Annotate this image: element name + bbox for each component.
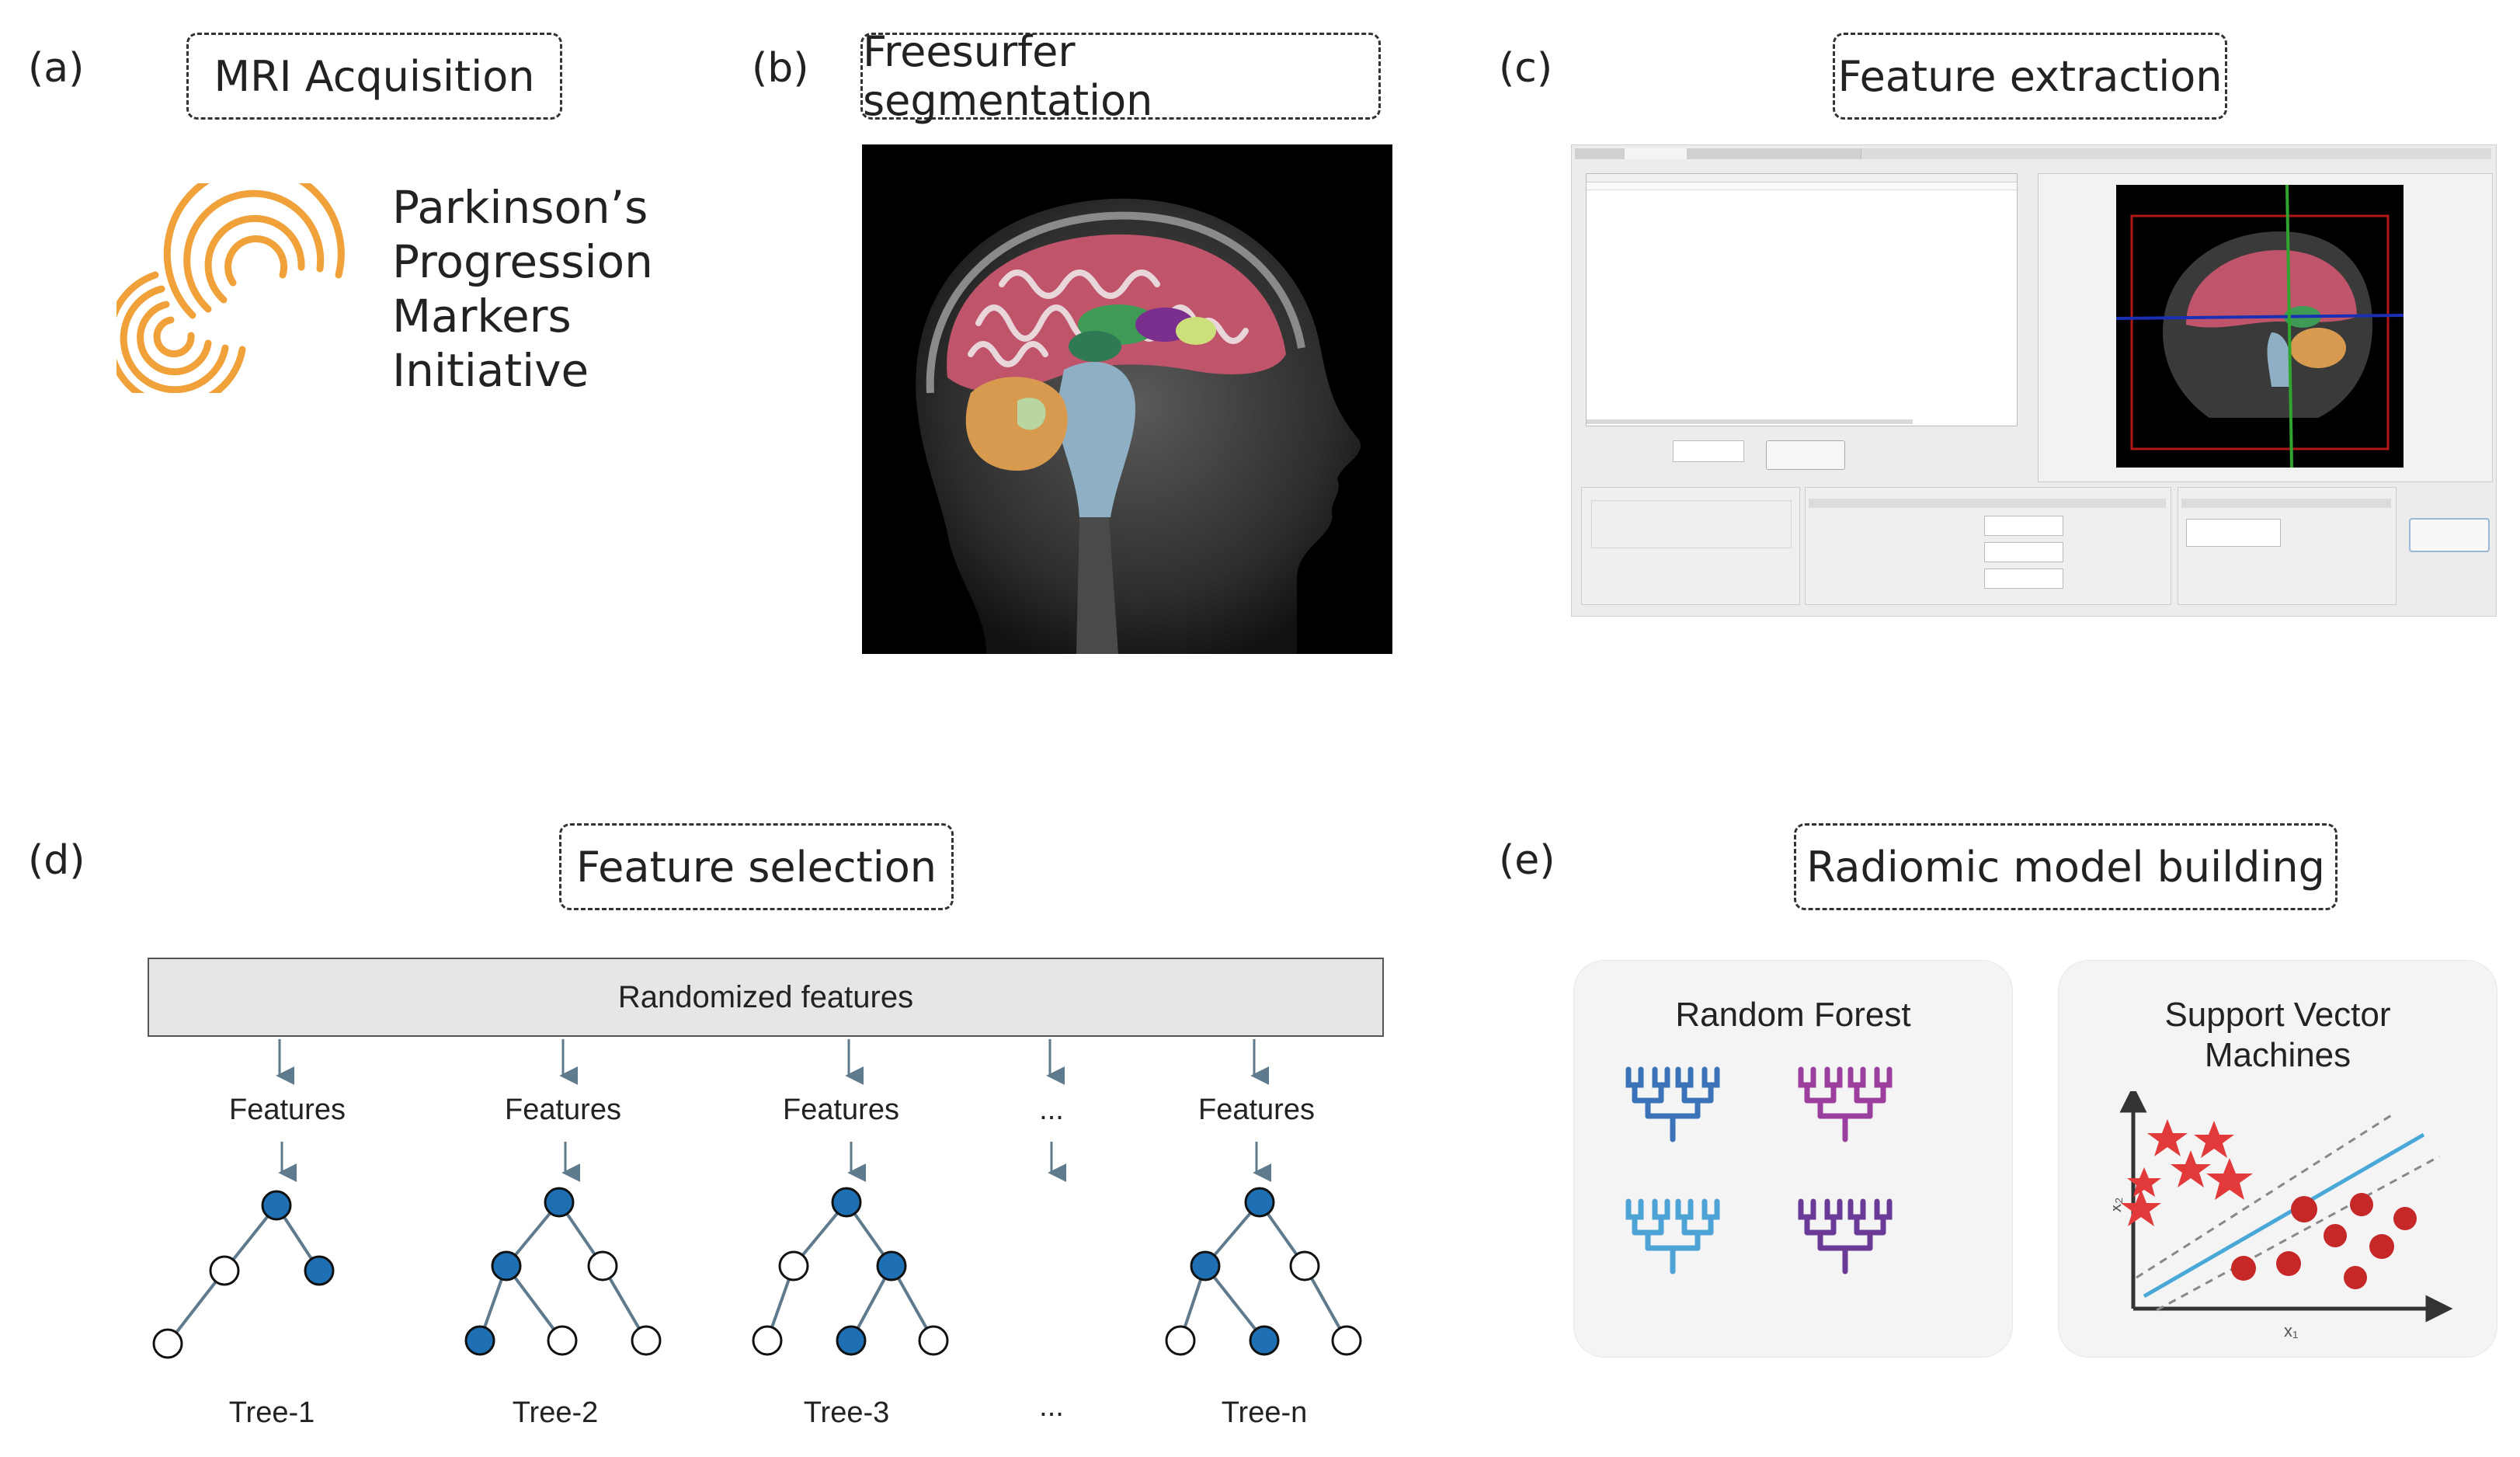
tree-node — [631, 1325, 662, 1356]
title-radiomic-model-building: Radiomic model building — [1794, 823, 2338, 910]
panel-letter-e: (e) — [1499, 837, 1555, 884]
svm-title: Support Vector Machines — [2059, 995, 2497, 1076]
gui-tab — [1811, 148, 1861, 159]
tree-node — [491, 1250, 522, 1281]
title-feature-extraction: Feature extraction — [1833, 33, 2227, 120]
gui-table-header — [1587, 174, 2017, 183]
ppmi-line-2: Progression — [392, 235, 653, 288]
gui-tab-strip — [1575, 148, 2491, 159]
gui-option-field — [1984, 569, 2063, 589]
panel-letter-a: (a) — [28, 45, 85, 92]
ppmi-line-4: Initiative — [392, 344, 589, 397]
tree-node — [831, 1187, 862, 1218]
decision-tree-3 — [752, 1187, 949, 1356]
features-label-n: Features — [1198, 1094, 1315, 1126]
svm-title-line-1: Support Vector — [2164, 996, 2391, 1034]
decision-tree-2 — [464, 1187, 662, 1356]
tree-node — [1289, 1250, 1320, 1281]
svg-text:x₂: x₂ — [2113, 1197, 2125, 1212]
gui-viewer-canvas — [2115, 184, 2404, 468]
gui-option-field — [1984, 516, 2063, 536]
tree-node — [547, 1325, 578, 1356]
feature-extraction-gui-screenshot — [1571, 144, 2497, 617]
decision-tree-1 — [152, 1190, 335, 1359]
tree-label-2: Tree-2 — [512, 1396, 599, 1429]
tree-node — [261, 1190, 292, 1221]
tree-node — [1331, 1325, 1362, 1356]
tree-node — [304, 1255, 335, 1286]
tree-label-ellipsis: ... — [1039, 1390, 1064, 1423]
title-feature-selection: Feature selection — [559, 823, 954, 910]
tree-node — [752, 1325, 783, 1356]
ppmi-line-3: Markers — [392, 290, 572, 343]
tree-node — [1165, 1325, 1196, 1356]
freesurfer-segmentation-image — [862, 144, 1392, 655]
tree-label-1: Tree-1 — [228, 1396, 315, 1429]
gui-results-table — [1586, 173, 2018, 426]
random-forest-card: Random Forest — [1573, 960, 2013, 1358]
gui-checkbox-list — [1591, 500, 1792, 548]
tree-node — [1190, 1250, 1221, 1281]
gui-folder-input — [1673, 440, 1744, 462]
features-label-3: Features — [783, 1094, 899, 1126]
gui-preprocessing-tabs — [1809, 499, 2166, 508]
tree-node — [778, 1250, 809, 1281]
random-forest-icon — [1625, 1066, 1893, 1274]
svm-card: Support Vector Machines x₂ x₁ — [2058, 960, 2497, 1358]
panel-letter-b: (b) — [752, 45, 809, 92]
features-label-2: Features — [505, 1094, 621, 1126]
svg-text:x₁: x₁ — [2284, 1321, 2298, 1340]
gui-texture-options-group — [2178, 487, 2397, 605]
tree-node — [918, 1325, 949, 1356]
tree-node — [876, 1250, 907, 1281]
gui-preprocessing-options-group — [1805, 487, 2171, 605]
svm-title-line-2: Machines — [2204, 1036, 2351, 1074]
randomized-features-bar: Randomized features — [148, 958, 1384, 1037]
tree-node — [836, 1325, 867, 1356]
tree-node — [152, 1328, 183, 1359]
tree-node — [464, 1325, 495, 1356]
title-freesurfer-segmentation: Freesurfer segmentation — [860, 27, 1381, 125]
gui-save-button — [1766, 440, 1845, 470]
random-forest-title: Random Forest — [1675, 996, 1911, 1034]
decision-tree-n — [1165, 1187, 1362, 1356]
tree-node — [1249, 1325, 1280, 1356]
tree-node — [544, 1187, 575, 1218]
gui-table-scrollbar — [1587, 419, 1913, 424]
ppmi-line-1: Parkinson’s — [392, 181, 648, 234]
gui-extractor-config-group — [1581, 487, 1800, 605]
features-ellipsis: ... — [1039, 1094, 1064, 1126]
tree-node — [587, 1250, 618, 1281]
svm-plot-icon: x₂ x₁ — [2113, 1091, 2453, 1340]
features-label-1: Features — [229, 1094, 346, 1126]
gui-texture-tabs — [2181, 499, 2391, 508]
gui-viewer-frame — [2038, 173, 2493, 482]
panel-letter-c: (c) — [1499, 45, 1553, 92]
tree-node — [209, 1255, 240, 1286]
panel-letter-d: (d) — [28, 837, 85, 884]
tree-label-3: Tree-3 — [803, 1396, 890, 1429]
title-mri-acquisition: MRI Acquisition — [186, 33, 562, 120]
gui-extract-button — [2409, 518, 2490, 552]
ppmi-logo-text: Parkinson’s Progression Markers Initiati… — [392, 180, 653, 398]
gui-option-field — [1984, 542, 2063, 562]
gui-texture-dropdown — [2186, 519, 2281, 547]
gui-table-row — [1587, 183, 2017, 190]
tree-node — [1244, 1187, 1275, 1218]
ppmi-logo-icon — [116, 183, 345, 393]
tree-label-n: Tree-n — [1221, 1396, 1308, 1429]
